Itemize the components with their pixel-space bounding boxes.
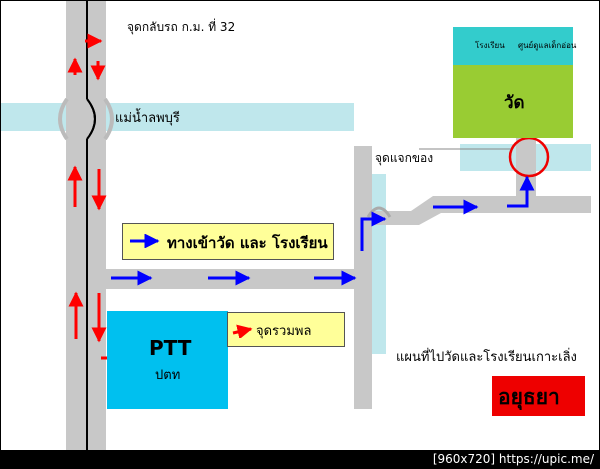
- return-point-label: จุดกลับรถ ก.ม. ที่ 32: [127, 20, 236, 34]
- temple-block: [453, 65, 573, 138]
- bridge-curve-left: [58, 97, 69, 141]
- ptt-title: PTT: [149, 336, 192, 360]
- bridge-curve-right: [103, 97, 114, 141]
- bridge-median-curve-2: [86, 98, 96, 140]
- distribution-label: จุดแจกของ: [375, 151, 434, 165]
- return-label-bg: [107, 5, 253, 49]
- map-title: แผนที่ไปวัดและโรงเรียนเกาะเลิ่ง: [396, 350, 577, 365]
- assembly-label: จุดรวมพล: [256, 324, 312, 339]
- province-box: [492, 376, 585, 416]
- ptt-subtitle: ปตท: [155, 368, 181, 383]
- arrow-blue-up: [507, 175, 535, 208]
- childcare-block: [515, 27, 573, 65]
- temple-road: [372, 196, 591, 225]
- median-gap: [86, 100, 89, 138]
- canal: [372, 174, 386, 354]
- map-canvas: โรงเรียน ศูนย์ดูแลเด็กอ่อน วัด PTT ปตท ท…: [1, 1, 599, 450]
- river-label: แม่น้ำลพบุรี: [115, 111, 180, 126]
- legend-blue-arrow: [130, 234, 160, 248]
- entrance-legend-label: ทางเข้าวัด และ โรงเรียน: [167, 234, 328, 252]
- side-bridge: [366, 206, 392, 218]
- school-label: โรงเรียน: [475, 41, 505, 50]
- arrow-blue-turn: [360, 211, 387, 251]
- childcare-label: ศูนย์ดูแลเด็กอ่อน: [518, 41, 577, 50]
- watermark-text: [960x720] https://upic.me/: [432, 452, 594, 466]
- temple-label: วัด: [504, 93, 525, 113]
- school-block: [453, 27, 515, 65]
- province-label: อยุธยา: [498, 385, 560, 409]
- side-road: [354, 146, 372, 409]
- watermark-bar: [960x720] https://upic.me/: [0, 450, 600, 469]
- ptt-station: [107, 311, 228, 409]
- legend-red-arrow: [232, 324, 253, 338]
- map-drawing: [1, 1, 591, 450]
